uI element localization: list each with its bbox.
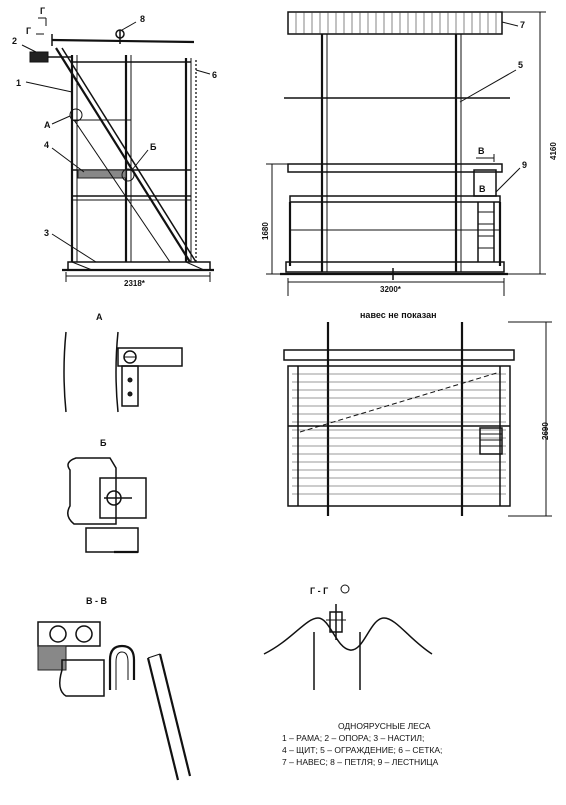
section-gg-rotation-mark: [340, 584, 350, 594]
caption: ОДНОЯРУСНЫЕ ЛЕСА 1 – РАМА; 2 – ОПОРА; 3 …: [282, 721, 442, 767]
mark-b: Б: [150, 142, 157, 152]
front-width-dim: 2318*: [124, 279, 146, 288]
leader-a: [51, 115, 71, 125]
detail-a-bracket: [121, 365, 139, 407]
callout-4: 4: [44, 140, 49, 150]
side-height-dim: 4160: [549, 142, 558, 160]
section-g-g: Г - Г: [263, 584, 433, 690]
plan-deck-boards: [292, 373, 506, 495]
callout-1: 1: [16, 78, 21, 88]
callout-8: 8: [140, 14, 145, 24]
detail-b-title: Б: [100, 438, 107, 448]
front-foot-right: [185, 261, 205, 271]
section-vv-pipe-1: [49, 625, 67, 643]
callout-9: 9: [522, 160, 527, 170]
section-vv-brace-top: [147, 653, 161, 659]
leader-8: [121, 21, 137, 31]
canopy-not-shown-label: навес не показан: [360, 310, 437, 320]
side-deck: [285, 261, 505, 273]
section-v-v: В - В: [37, 596, 192, 781]
leader-3: [51, 233, 97, 263]
side-width-dim: 3200*: [380, 285, 402, 294]
detail-a-post-edge-r: [115, 331, 119, 413]
section-vv-block: [59, 659, 105, 697]
leader-1: [25, 81, 73, 93]
side-canopy: [287, 11, 503, 35]
front-foot-left: [71, 261, 93, 271]
leader-7: [501, 21, 519, 27]
detail-a-rivet-1: [127, 377, 133, 383]
mark-g-bottom: Г: [26, 26, 31, 36]
section-vv-hook: [108, 644, 136, 690]
front-detail-a-marker: [69, 108, 83, 122]
caption-line-3: 7 – НАВЕС; 8 – ПЕТЛЯ; 9 – ЛЕСТНИЦА: [282, 757, 439, 767]
callout-2: 2: [12, 36, 17, 46]
leader-2: [21, 44, 37, 53]
leader-b: [131, 149, 149, 171]
mark-g-top: Г: [40, 6, 45, 16]
detail-b-frame: [67, 457, 117, 525]
side-view: 3200* 4160 1680 В В 7 5 9: [261, 11, 558, 296]
side-rail-height-dim: 1680: [261, 222, 270, 240]
caption-title: ОДНОЯРУСНЫЕ ЛЕСА: [338, 721, 431, 731]
plan-view: навес не показан 2690: [283, 310, 552, 517]
mark-v-box: В: [479, 184, 486, 194]
caption-line-1: 1 – РАМА; 2 – ОПОРА; 3 – НАСТИЛ;: [282, 733, 424, 743]
detail-a: А: [63, 312, 183, 413]
plan-top-beam: [283, 349, 515, 361]
plan-depth-dim: 2690: [541, 422, 550, 440]
front-shield: [77, 169, 127, 179]
section-gg-corrugated-sheet: [263, 617, 433, 655]
mark-a: А: [44, 120, 51, 130]
section-vv-beam-top: [37, 621, 101, 647]
plan-deck: [287, 365, 511, 507]
section-vv-brace-b: [158, 653, 192, 777]
front-diagonal-brace: [55, 47, 191, 263]
detail-a-post-edge-l: [63, 331, 67, 413]
callout-3: 3: [44, 228, 49, 238]
detail-a-title: А: [96, 312, 103, 322]
detail-b-plate: [99, 477, 147, 519]
detail-b-lower-block: [85, 527, 139, 553]
caption-line-2: 4 – ЩИТ; 5 – ОГРАЖДЕНИЕ; 6 – СЕТКА;: [282, 745, 442, 755]
section-vv-title: В - В: [86, 596, 107, 606]
leader-9: [495, 167, 521, 193]
section-gg-title: Г - Г: [310, 586, 328, 596]
mark-v-top: В: [478, 146, 485, 156]
leader-4: [51, 147, 85, 173]
plan-diagonal-dashed: [299, 371, 501, 433]
section-vv-pipe-2: [75, 625, 93, 643]
plan-ladder: [479, 427, 503, 455]
side-railing-top: [289, 195, 501, 203]
detail-b: Б: [67, 438, 147, 554]
side-ladder-box: [473, 169, 497, 197]
front-detail-b-marker: [121, 168, 135, 182]
callout-5: 5: [518, 60, 523, 70]
front-diagonal-brace-2: [73, 119, 171, 263]
front-canopy-beam: [51, 38, 195, 44]
detail-a-beam: [117, 347, 183, 367]
detail-a-rivet-2: [127, 391, 133, 397]
leader-5: [459, 69, 517, 103]
side-middle-beam: [287, 163, 503, 173]
callout-6: 6: [212, 70, 217, 80]
section-vv-brace-a: [146, 657, 180, 781]
front-diagonal-brace-b: [61, 47, 197, 263]
leader-6: [195, 69, 211, 75]
section-vv-hook-inner: [115, 651, 129, 690]
front-support: [29, 51, 49, 63]
callout-7: 7: [520, 20, 525, 30]
front-view: 2318* 1 2 3 4 6 8 А Б Г Г: [12, 6, 217, 288]
side-canopy-corrugation: [295, 12, 497, 34]
